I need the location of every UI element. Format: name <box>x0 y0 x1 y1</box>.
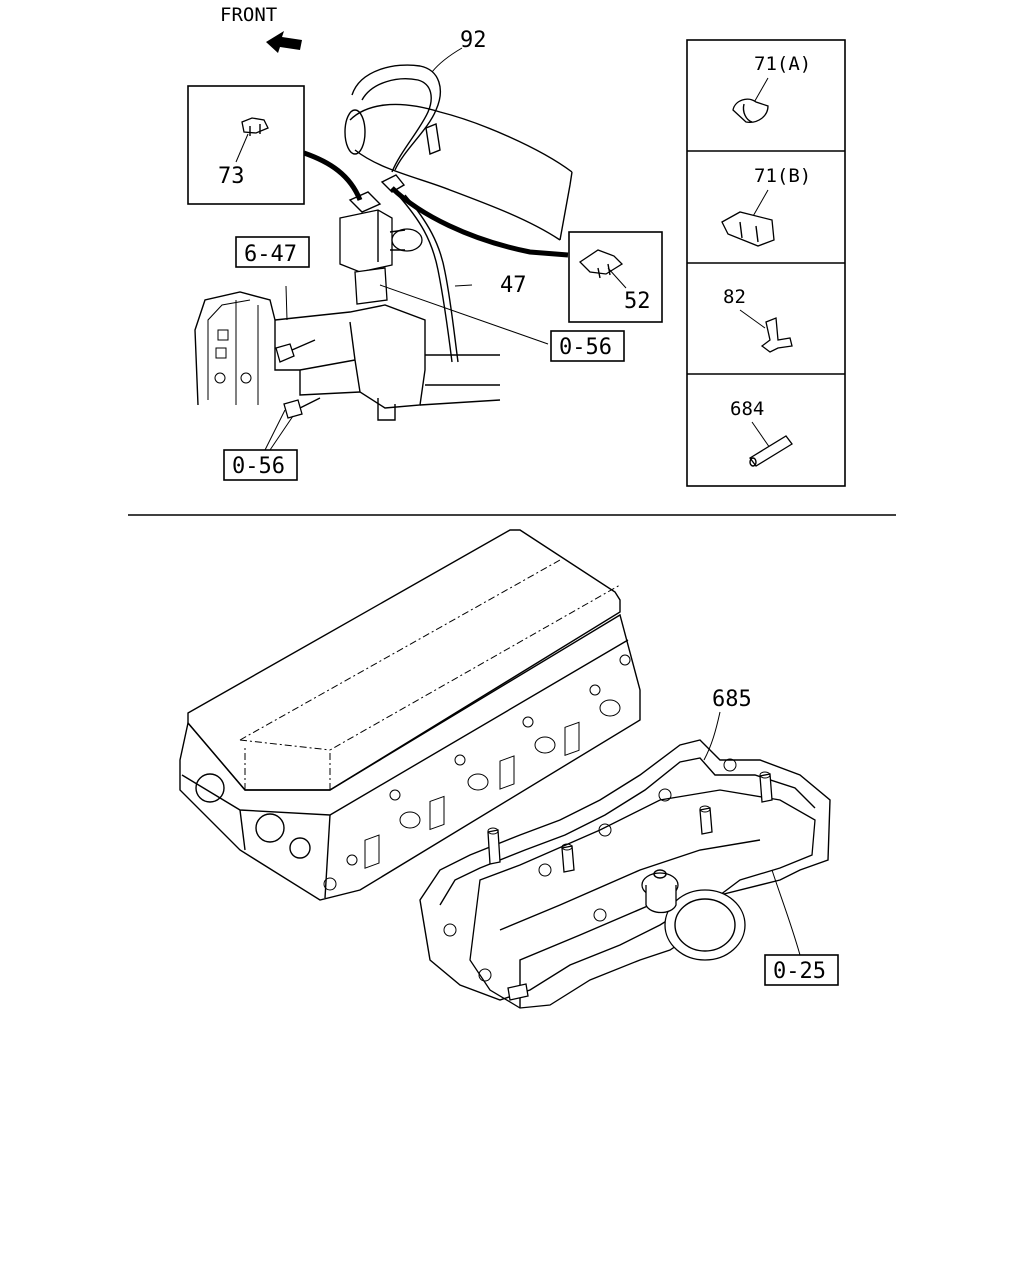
ref-label-6-47: 6-47 <box>244 242 297 267</box>
intake-manifold-assembly <box>419 739 831 1009</box>
upper-assembly <box>194 64 573 421</box>
legend-label-71b: 71(B) <box>754 165 811 187</box>
front-arrow-icon <box>266 31 302 53</box>
throttle-body-icon <box>664 889 746 961</box>
callout-47: 47 <box>500 273 527 298</box>
ref-box-0-56-left[interactable]: 0-56 <box>223 449 298 481</box>
studs <box>487 771 773 1001</box>
bolt-lower-icon <box>283 397 321 419</box>
callout-73: 73 <box>218 164 245 189</box>
pin-icon <box>749 435 793 467</box>
detail-box-clip-52: 52 <box>568 231 663 323</box>
ref-box-0-25[interactable]: 0-25 <box>764 954 839 986</box>
clip-small-icon <box>732 98 769 123</box>
legend-label-82: 82 <box>723 286 746 308</box>
callout-52: 52 <box>624 289 651 314</box>
legend-item-684: 684 <box>730 398 793 467</box>
callout-685: 685 <box>712 687 752 712</box>
legend-panel: 71(A) 71(B) 82 684 <box>686 39 846 487</box>
front-label: FRONT <box>220 4 277 26</box>
bolt-upper-icon <box>275 339 316 363</box>
ref-label-0-56-right: 0-56 <box>559 335 612 360</box>
ref-box-6-47[interactable]: 6-47 <box>235 236 310 268</box>
cylinder-head-assembly <box>179 529 641 901</box>
ref-label-0-25: 0-25 <box>773 959 826 984</box>
legend-item-71b: 71(B) <box>721 165 811 247</box>
legend-item-82: 82 <box>723 286 793 353</box>
head-ports <box>364 654 631 869</box>
detail-box-clip-73: 73 <box>187 85 305 205</box>
clip-73-icon <box>241 117 269 136</box>
three-way-joint-icon <box>760 317 793 353</box>
clip-double-icon <box>721 211 775 247</box>
callout-92: 92 <box>460 28 487 53</box>
legend-label-71a: 71(A) <box>754 53 811 75</box>
legend-item-71a: 71(A) <box>732 53 811 123</box>
ref-label-0-56-left: 0-56 <box>232 454 285 479</box>
front-indicator: FRONT <box>220 4 302 53</box>
legend-label-684: 684 <box>730 398 764 420</box>
actuator-icon <box>641 869 679 914</box>
ref-box-0-56-right[interactable]: 0-56 <box>550 330 625 362</box>
